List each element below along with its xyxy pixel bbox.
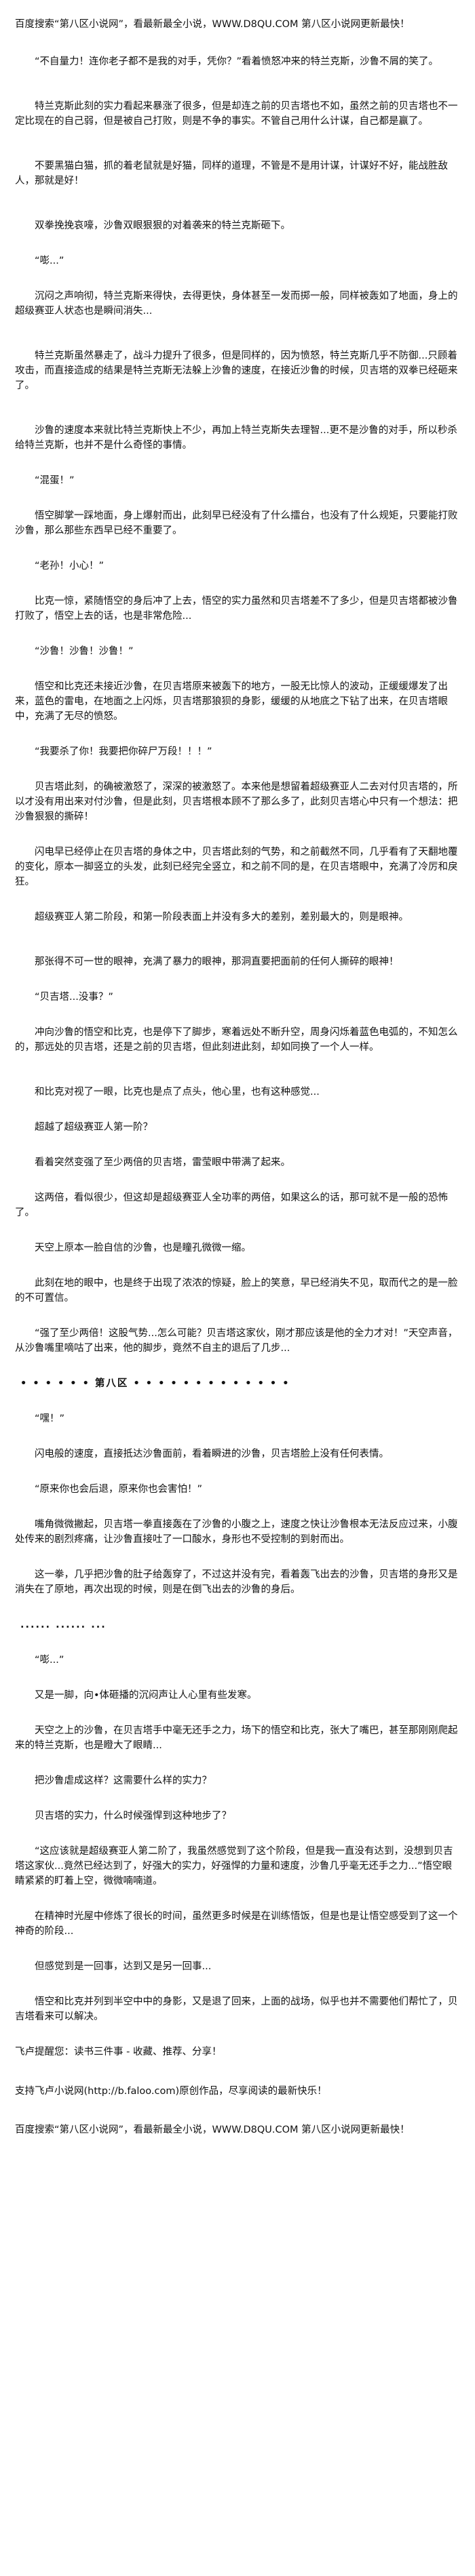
chapter-paragraph: 超越了超级赛亚人第一阶？ — [35, 1122, 153, 1133]
chapter-body: “不自量力！连你老子都不是我的对手，凭你？”看着愤怒冲来的特兰克斯，沙鲁不屑的笑… — [15, 54, 460, 2024]
chapter-paragraph: 这一拳，几乎把沙鲁的肚子给轰穿了，不过这并没有完，看着轰飞出去的沙鲁，贝吉塔的身… — [15, 1569, 458, 1595]
chapter-paragraph: 贝吉塔的实力，什么时候强悍到这种地步了？ — [35, 1811, 231, 1822]
chapter-paragraph: “沙鲁！沙鲁！沙鲁！” — [35, 646, 134, 657]
chapter-paragraph: 沙鲁的速度本来就比特兰克斯快上不少，再加上特兰克斯失去理智...更不是沙鲁的对手… — [15, 425, 457, 451]
chapter-paragraph: 但感觉到是一回事，达到又是另一回事... — [35, 1961, 212, 1972]
chapter-paragraph: “我要杀了你！我要把你碎尸万段！！！” — [35, 746, 212, 757]
chapter-paragraph: 贝吉塔此刻，的确被激怒了，深深的被激怒了。本来他是想留着超级赛亚人二去对付贝吉塔… — [15, 782, 458, 822]
chapter-paragraph: 悟空和比克并列到半空中中的身影，又是退了回来，上面的战场，似乎也并不需要他们帮忙… — [15, 1996, 458, 2022]
chapter-paragraph: 把沙鲁虐成这样？这需要什么样的实力？ — [35, 1775, 212, 1786]
chapter-paragraph: 特兰克斯此刻的实力看起来暴涨了很多，但是却连之前的贝吉塔也不如，虽然之前的贝吉塔… — [15, 101, 458, 127]
site-banner-top: 百度搜索“第八区小说网”，看最新最全小说，WWW.D8QU.COM 第八区小说网… — [15, 19, 410, 30]
chapter-paragraph: 和比克对视了一眼，比克也是点了点头，他心里，也有这种感觉... — [35, 1087, 320, 1098]
chapter-paragraph: “嘭...” — [35, 1655, 64, 1666]
chapter-paragraph: 比克一惊，紧随悟空的身后冲了上去，悟空的实力虽然和贝吉塔差不了多少，但是贝吉塔都… — [15, 596, 458, 622]
section-separator: • • • • • • 第八区 • • • • • • • • • • • • … — [20, 1378, 290, 1389]
site-banner-bottom: 百度搜索“第八区小说网”，看最新最全小说，WWW.D8QU.COM 第八区小说网… — [15, 2125, 410, 2135]
chapter-paragraph: 又是一脚，向•体砸播的沉闷声让人心里有些发寒。 — [35, 1690, 257, 1701]
chapter-paragraph: 冲向沙鲁的悟空和比克，也是停下了脚步，寒着远处不断升空，周身闪烁着蓝色电弧的，不… — [15, 1027, 458, 1053]
chapter-paragraph: 不要黑猫白猫，抓的着老鼠就是好猫，同样的道理，不管是不是用计谋，计谋好不好，能战… — [15, 161, 448, 186]
chapter-paragraph: “强了至少两倍！这股气势...怎么可能？贝吉塔这家伙，刚才那应该是他的全力才对！… — [15, 1328, 458, 1354]
chapter-paragraph: 嘴角微微撇起，贝吉塔一拳直接轰在了沙鲁的小腹之上，速度之快让沙鲁根本无法反应过来… — [15, 1519, 458, 1545]
chapter-paragraph: “这应该就是超级赛亚人第二阶了，我虽然感觉到了这个阶段，但是我一直没有达到，没想… — [15, 1846, 453, 1887]
footer-reminder: 飞卢提醒您：读书三件事 - 收藏、推荐、分享！ — [15, 2047, 222, 2057]
chapter-paragraph: 天空上原本一脸自信的沙鲁，也是瞳孔微微一缩。 — [35, 1243, 251, 1253]
chapter-paragraph: “混蛋！” — [35, 475, 75, 486]
chapter-paragraph: “原来你也会后退，原来你也会害怕！” — [35, 1484, 203, 1495]
chapter-paragraph: 在精神时光屋中修炼了很长的时间，虽然更多时候是在训练悟饭，但是也是让悟空感受到了… — [15, 1911, 458, 1937]
chapter-paragraph: 天空之上的沙鲁，在贝吉塔手中毫无还手之力，场下的悟空和比克，张大了嘴巴，甚至那刚… — [15, 1725, 458, 1751]
chapter-paragraph: 此刻在地的眼中，也是终于出现了浓浓的惊疑，脸上的笑意，早已经消失不见，取而代之的… — [15, 1278, 458, 1304]
chapter-paragraph: 超级赛亚人第二阶段，和第一阶段表面上并没有多大的差别，差别最大的，则是眼神。 — [35, 912, 408, 923]
chapter-paragraph: “嘭...” — [35, 256, 64, 266]
chapter-paragraph: 闪电般的速度，直接抵达沙鲁面前，看着瞬进的沙鲁，贝吉塔脸上没有任何表情。 — [35, 1449, 389, 1460]
chapter-paragraph: 那张得不可一世的眼神，充满了暴力的眼神，那洞直要把面前的任何人撕碎的眼神！ — [35, 957, 399, 967]
chapter-paragraph: 沉闷之声响彻，特兰克斯来得快，去得更快，身体甚至一发而掷一般，同样被轰如了地面，… — [15, 291, 458, 317]
section-separator: ...... ...... ... — [20, 1619, 107, 1630]
chapter-paragraph: 双拳挽挽哀嚎，沙鲁双眼狠狠的对着袭来的特兰克斯砸下。 — [35, 220, 290, 231]
chapter-paragraph: “嘿！” — [35, 1413, 65, 1424]
chapter-paragraph: 特兰克斯虽然暴走了，战斗力提升了很多，但是同样的，因为愤怒，特兰克斯几乎不防御.… — [15, 350, 458, 391]
chapter-paragraph: “老孙！小心！” — [35, 561, 104, 571]
chapter-paragraph: 悟空和比克还未接近沙鲁，在贝吉塔原来被轰下的地方，一股无比惊人的波动，正缓缓爆发… — [15, 681, 448, 722]
chapter-paragraph: 这两倍，看似很少，但这却是超级赛亚人全功率的两倍，如果这么的话，那可就不是一般的… — [15, 1192, 448, 1218]
chapter-paragraph: “不自量力！连你老子都不是我的对手，凭你？”看着愤怒冲来的特兰克斯，沙鲁不屑的笑… — [35, 56, 439, 67]
chapter-paragraph: 闪电早已经停止在贝吉塔的身体之中，贝吉塔此刻的气势，和之前截然不同，几乎看有了天… — [15, 847, 458, 887]
chapter-paragraph: “贝吉塔...没事？” — [35, 992, 113, 1003]
footer-support: 支持飞卢小说网(http://b.faloo.com)原创作品，尽享阅读的最新快… — [15, 2086, 327, 2097]
chapter-paragraph: 悟空脚掌一踩地面，身上爆射而出，此刻早已经没有了什么擂台，也没有了什么规矩，只要… — [15, 510, 458, 536]
chapter-paragraph: 看着突然变强了至少两倍的贝吉塔，雷莹眼中带满了起来。 — [35, 1157, 290, 1168]
